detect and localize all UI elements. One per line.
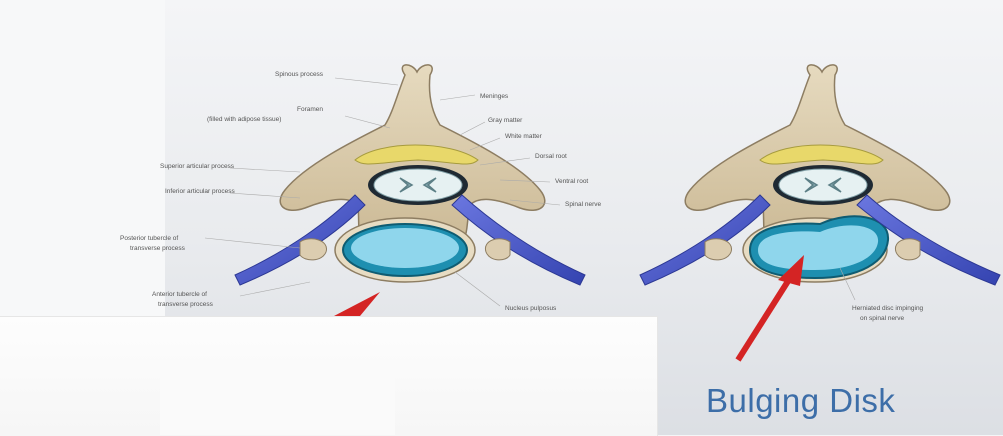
label-ventral-root: Ventral root xyxy=(555,178,588,185)
label-herniated: Herniated disc impinging xyxy=(852,305,924,312)
transverse-process-right xyxy=(895,239,920,260)
label-posterior-tubercle-sub: transverse process xyxy=(130,245,186,252)
label-anterior-tubercle-sub: transverse process xyxy=(158,301,214,308)
disc-nucleus xyxy=(351,228,459,268)
label-foramen: Foramen xyxy=(297,106,323,113)
label-sup-articular: Superior articular process xyxy=(160,163,235,170)
transverse-process-right xyxy=(485,239,510,260)
label-nucleus-pulposus: Nucleus pulposus xyxy=(505,305,557,312)
white-matter xyxy=(374,169,462,201)
transverse-process-left xyxy=(705,239,732,260)
bulging-vertebra: Herniated disc impinging on spinal nerve xyxy=(640,65,1000,360)
label-white-matter: White matter xyxy=(505,133,543,140)
label-dorsal-root: Dorsal root xyxy=(535,153,567,160)
label-anterior-tubercle: Anterior tubercle of xyxy=(152,291,207,298)
label-spinous-process: Spinous process xyxy=(275,71,324,78)
pointer-arrow-shaft xyxy=(738,278,790,360)
caption-bulging-disk: Bulging Disk xyxy=(706,384,895,417)
normal-vertebra: Spinous process Foramen (filled with adi… xyxy=(120,65,602,316)
label-foramen-sub: (filled with adipose tissue) xyxy=(207,116,281,123)
label-herniated-sub: on spinal nerve xyxy=(860,315,904,322)
transverse-process-left xyxy=(300,239,327,260)
faint-block xyxy=(160,376,395,435)
label-posterior-tubercle: Posterior tubercle of xyxy=(120,235,178,242)
label-spinal-nerve: Spinal nerve xyxy=(565,201,602,208)
label-gray-matter: Gray matter xyxy=(488,117,523,124)
label-meninges: Meninges xyxy=(480,93,509,100)
label-inf-articular: Inferior articular process xyxy=(165,188,235,195)
pointer-arrow-head xyxy=(334,292,380,316)
white-matter xyxy=(779,169,867,201)
